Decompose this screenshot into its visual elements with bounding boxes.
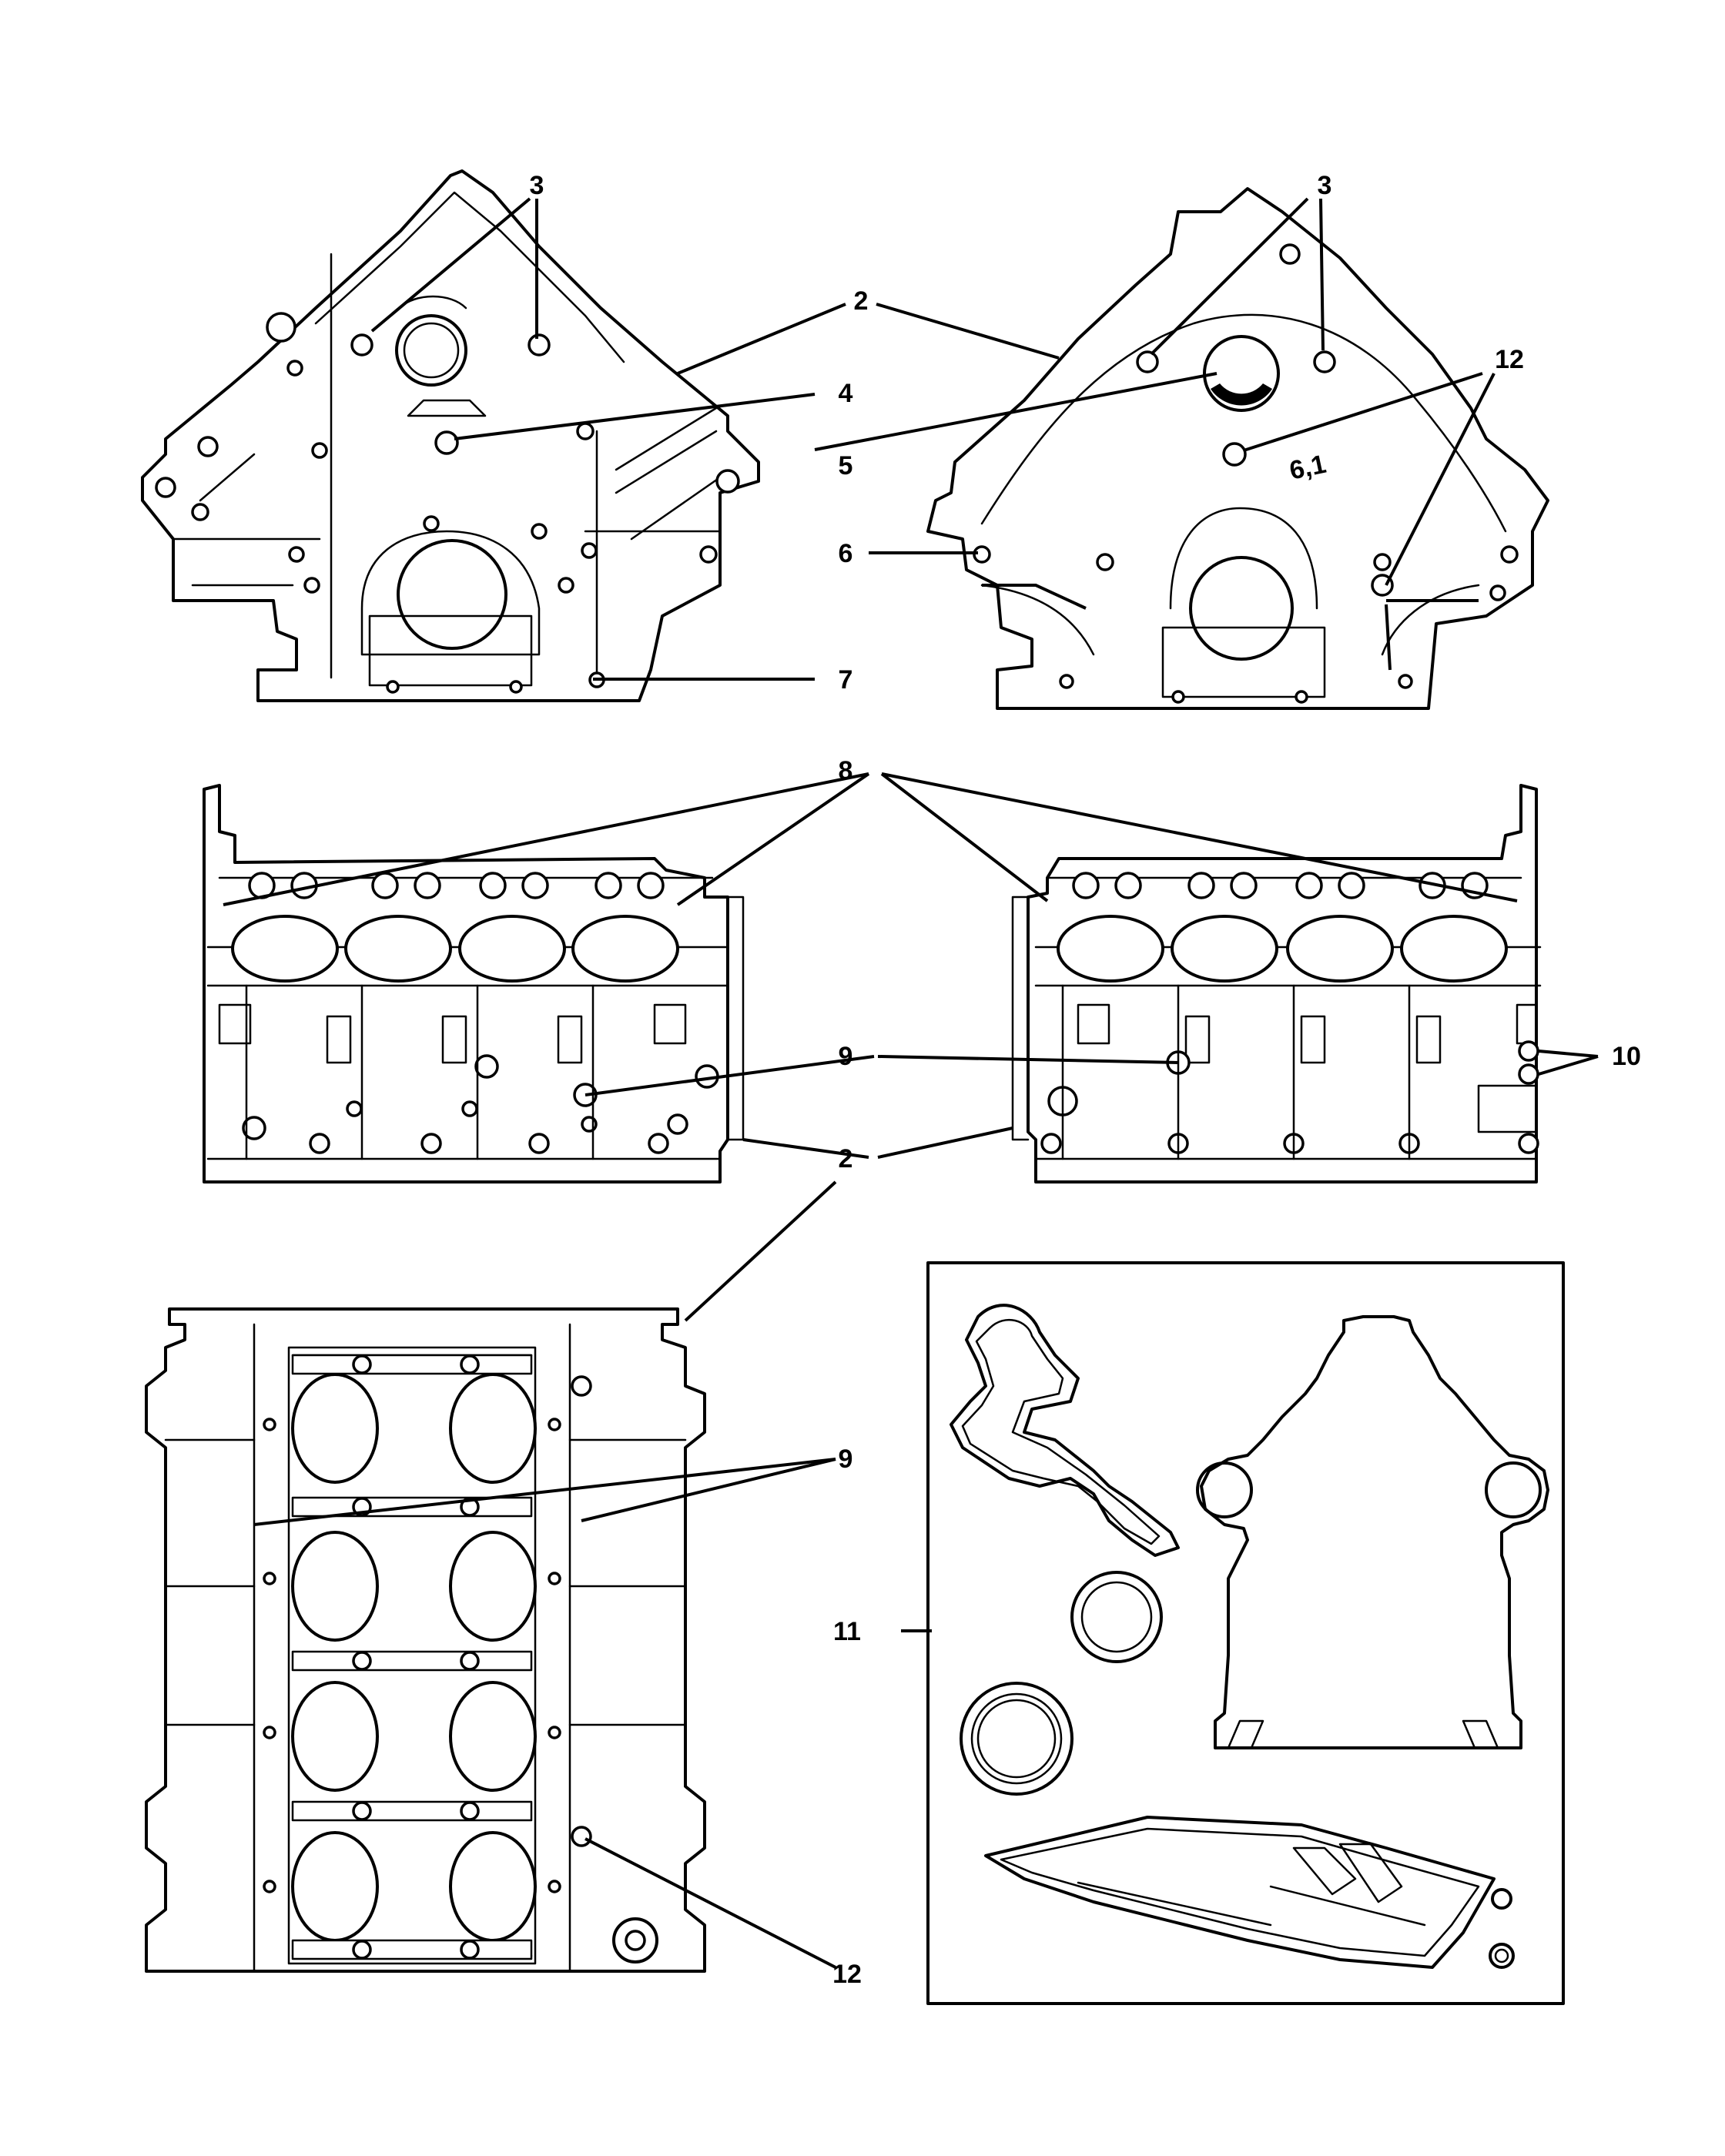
cyl-bore-b1 <box>291 1373 379 1484</box>
callout-11: 11 <box>833 1617 861 1646</box>
cyl-bore-r1 <box>1057 915 1164 983</box>
block-bottom-view <box>145 1307 706 1973</box>
callout-7: 7 <box>839 665 853 695</box>
cyl-bore-b2 <box>449 1373 537 1484</box>
cup-plug-upper <box>1518 1040 1539 1062</box>
callout-12-low: 12 <box>832 1960 862 1989</box>
callout-12-top: 12 <box>1495 345 1524 374</box>
cyl-bore-b3 <box>291 1531 379 1642</box>
callout-9-low: 9 <box>839 1445 853 1474</box>
cyl-bore-l4 <box>571 915 679 983</box>
cyl-bore-l2 <box>344 915 452 983</box>
block-right-side-view <box>1011 784 1542 1183</box>
callout-5: 5 <box>839 451 853 480</box>
water-pump-gasket <box>950 1304 1180 1557</box>
callout-8: 8 <box>839 756 853 785</box>
small-o-ring <box>1491 1888 1512 1910</box>
callout-2-mid: 2 <box>839 1144 853 1173</box>
callout-4: 4 <box>839 379 853 408</box>
gasket-kit-frame <box>926 1261 1565 2005</box>
crank-bore-rear <box>1189 556 1294 661</box>
callout-3-left: 3 <box>530 171 544 200</box>
cyl-bore-r4 <box>1400 915 1508 983</box>
cyl-bore-b7 <box>291 1831 379 1942</box>
cyl-bore-r2 <box>1171 915 1278 983</box>
leader-lines <box>223 197 1599 1969</box>
cyl-bore-l1 <box>231 915 339 983</box>
rear-block-plug <box>1222 442 1247 467</box>
callout-3-right: 3 <box>1318 171 1332 200</box>
oil-gallery-plug-bottom <box>571 1826 592 1847</box>
block-rear-view: 6,1 <box>926 187 1549 710</box>
callout-labels: 3 3 2 4 5 6 7 12 8 9 10 2 9 11 12 <box>530 171 1641 1989</box>
rear-seal-bore <box>395 314 467 387</box>
oil-gallery-plug <box>350 333 373 357</box>
cyl-bore-b4 <box>449 1531 537 1642</box>
cup-plug-lower <box>1518 1063 1539 1085</box>
drain-plug-gasket <box>1489 1943 1515 1969</box>
timing-cover-gasket <box>1200 1315 1549 1749</box>
callout-10: 10 <box>1612 1042 1641 1071</box>
gasket-kit-box <box>926 1261 1565 2005</box>
cyl-bore-b6 <box>449 1681 537 1792</box>
cyl-bore-l3 <box>458 915 566 983</box>
cyl-bore-b5 <box>291 1681 379 1792</box>
cyl-bore-b8 <box>449 1831 537 1942</box>
block-left-side-view <box>203 784 745 1183</box>
callout-9-mid: 9 <box>839 1042 853 1071</box>
front-crank-seal <box>1070 1571 1163 1663</box>
crank-bore-front <box>397 539 507 650</box>
block-front-view <box>141 169 760 702</box>
cyl-bore-r3 <box>1286 915 1394 983</box>
callout-6: 6 <box>839 539 853 568</box>
oil-pan-gasket <box>984 1816 1496 1969</box>
callout-2-top: 2 <box>854 286 869 316</box>
